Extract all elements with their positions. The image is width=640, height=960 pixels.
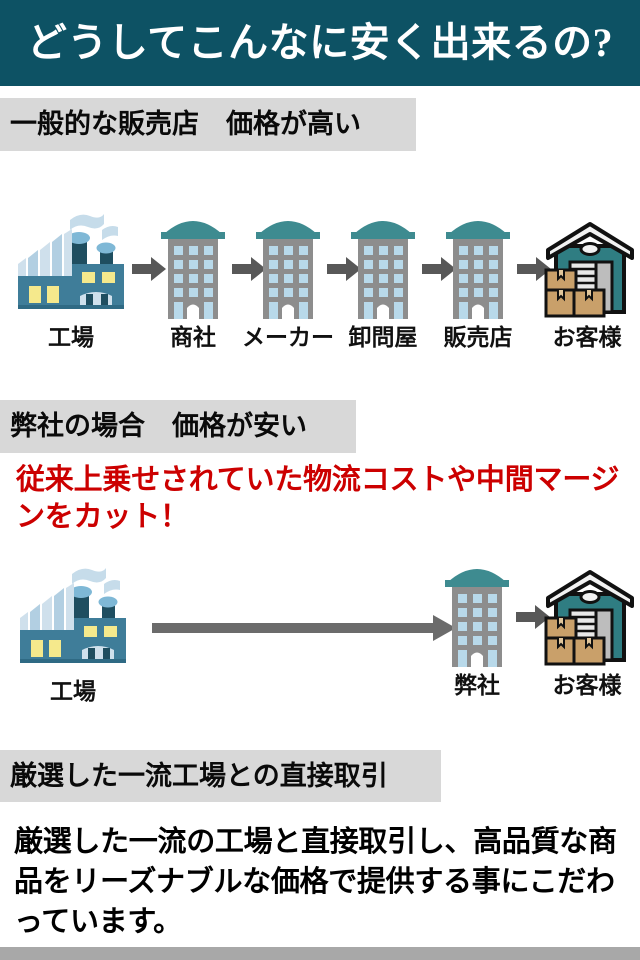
arrow-right-icon	[516, 605, 550, 629]
chain-arrow	[132, 256, 166, 282]
section-bar-conventional: 一般的な販売店 価格が高い	[0, 98, 416, 151]
chain-node-factory: 工場	[14, 556, 132, 703]
page-header-band: どうしてこんなに安く出来るの?	[0, 0, 640, 86]
direct-flow-arrow	[152, 614, 456, 642]
chain-arrow	[422, 256, 456, 282]
chain-node-label: メーカー	[242, 325, 334, 350]
section-bar-ours: 弊社の場合 価格が安い	[0, 400, 356, 453]
section-bar-direct-deal: 厳選した一流工場との直接取引	[0, 750, 441, 802]
chain-node-label: 工場	[50, 679, 96, 704]
arrow-right-icon	[232, 257, 266, 281]
warehouse-boxes-icon	[544, 222, 634, 318]
office-building-icon	[446, 221, 510, 319]
chain-node-customer: お客様	[540, 220, 636, 349]
arrow-right-icon	[327, 257, 361, 281]
arrow-right-icon	[517, 257, 551, 281]
long-arrow-right-icon	[152, 615, 456, 641]
chain-arrow	[516, 604, 550, 630]
warehouse-boxes-icon	[544, 570, 634, 666]
section-bar-ours-label: 弊社の場合 価格が安い	[10, 411, 307, 441]
chain-node-wholesaler: 卸問屋	[348, 212, 418, 349]
section-bar-direct-deal-label: 厳選した一流工場との直接取引	[10, 760, 388, 791]
chain-node-our-company: 弊社	[442, 560, 512, 697]
supply-chain-ours: 工場 弊社	[0, 552, 640, 703]
factory-icon	[18, 214, 124, 309]
chain-node-maker: メーカー	[242, 212, 334, 349]
chain-node-label: 商社	[170, 325, 216, 350]
factory-icon	[20, 568, 126, 663]
chain-node-label: お客様	[552, 325, 622, 350]
chain-node-trading-company: 商社	[158, 212, 228, 349]
office-building-icon	[351, 221, 415, 319]
office-building-icon	[161, 221, 225, 319]
chain-node-customer: お客様	[540, 568, 636, 697]
chain-arrow	[327, 256, 361, 282]
arrow-right-icon	[422, 257, 456, 281]
chain-node-label: 弊社	[454, 673, 500, 698]
office-building-icon	[256, 221, 320, 319]
chain-arrow	[232, 256, 266, 282]
bottom-divider-strip	[0, 947, 640, 960]
supply-chain-conventional: 工場 商社	[0, 190, 640, 349]
chain-node-retailer: 販売店	[443, 212, 513, 349]
chain-node-factory: 工場	[12, 202, 130, 349]
chain-node-label: 販売店	[443, 325, 513, 350]
arrow-right-icon	[132, 257, 166, 281]
chain-arrow	[517, 256, 551, 282]
cost-cut-note: 従来上乗せされていた物流コストや中間マージンをカット！	[16, 464, 620, 534]
office-building-icon	[445, 569, 509, 667]
direct-deal-description: 厳選した一流の工場と直接取引し、高品質な商品をリーズナブルな価格で提供する事にこ…	[14, 826, 617, 939]
section-bar-conventional-label: 一般的な販売店 価格が高い	[10, 109, 361, 139]
chain-node-label: 卸問屋	[348, 325, 418, 350]
chain-node-label: 工場	[48, 325, 94, 350]
chain-node-label: お客様	[552, 673, 622, 698]
page-title: どうしてこんなに安く出来るの?	[26, 20, 614, 65]
